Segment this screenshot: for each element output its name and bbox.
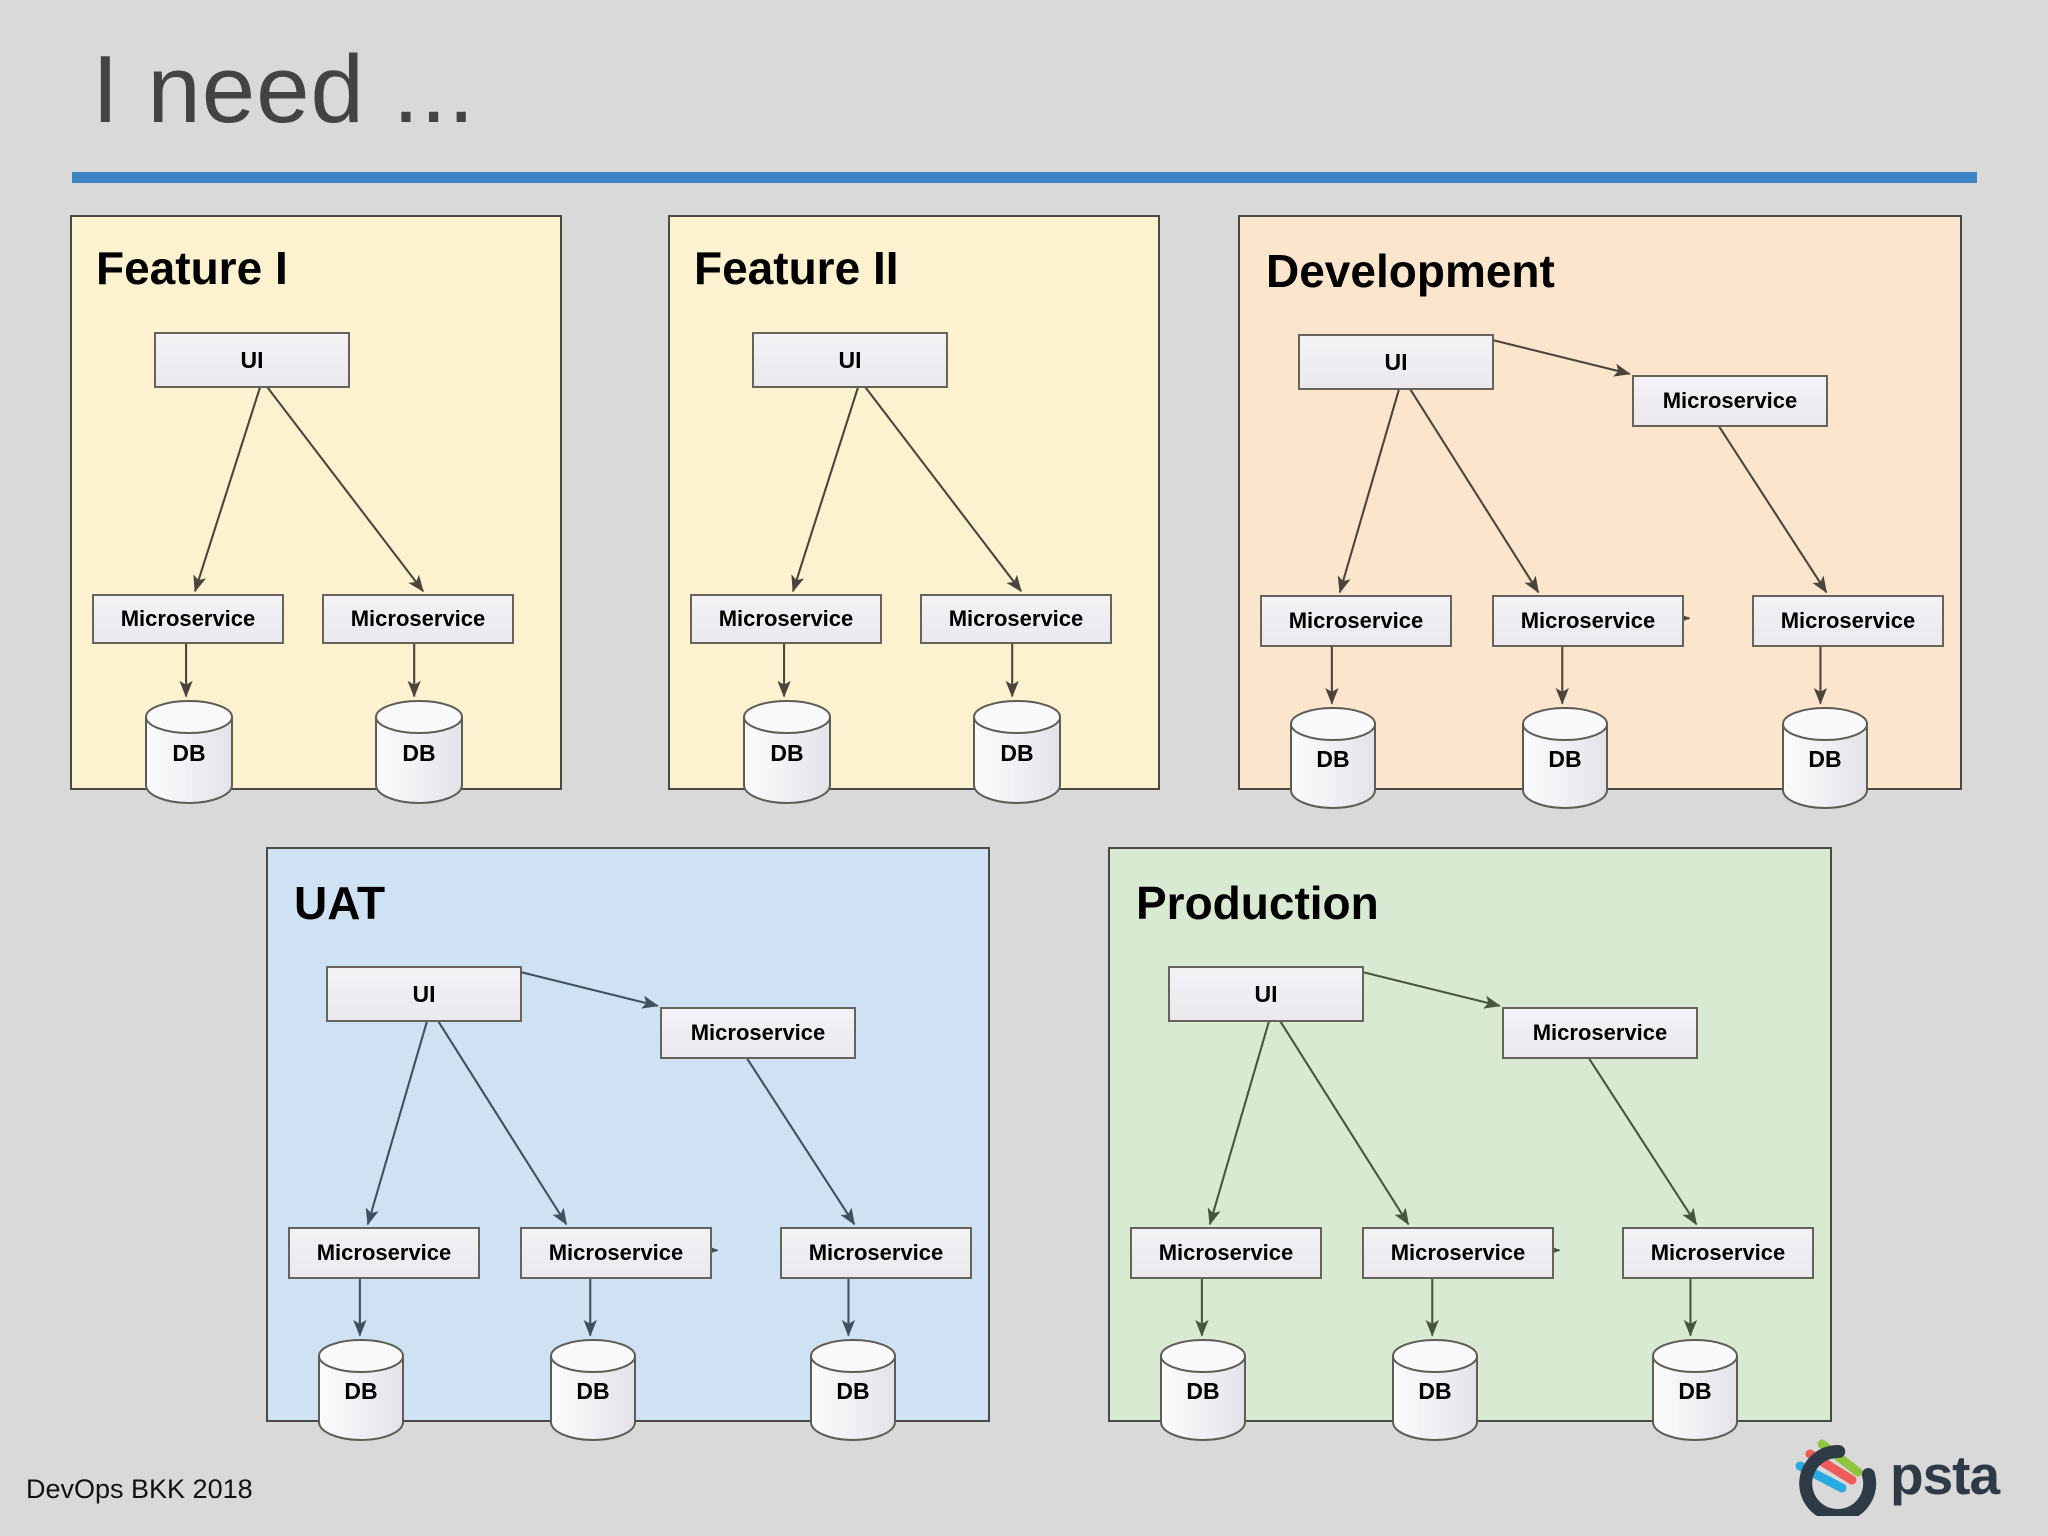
- node-label: Microservice: [548, 1240, 684, 1265]
- node-microservice[interactable]: Microservice: [322, 594, 514, 644]
- node-microservice[interactable]: Microservice: [92, 594, 284, 644]
- panel-title-feature-1: Feature I: [96, 242, 288, 294]
- node-microservice[interactable]: Microservice: [1632, 375, 1828, 427]
- node-label: Microservice: [1532, 1020, 1668, 1045]
- node-database[interactable]: DB: [1391, 1338, 1479, 1441]
- node-database[interactable]: DB: [1159, 1338, 1247, 1441]
- node-label: Microservice: [808, 1240, 944, 1265]
- node-ui[interactable]: UI: [1168, 966, 1364, 1022]
- node-microservice[interactable]: Microservice: [660, 1007, 856, 1059]
- node-microservice[interactable]: Microservice: [920, 594, 1112, 644]
- node-microservice[interactable]: Microservice: [1362, 1227, 1554, 1279]
- node-microservice[interactable]: Microservice: [1752, 595, 1944, 647]
- node-database[interactable]: DB: [1781, 706, 1869, 809]
- panel-title-uat: UAT: [294, 877, 386, 929]
- node-microservice[interactable]: Microservice: [520, 1227, 712, 1279]
- panel-title-development: Development: [1266, 245, 1555, 297]
- title-underline-rule: [72, 172, 1977, 183]
- node-label: UI: [240, 346, 264, 373]
- page-title: I need ...: [92, 36, 476, 143]
- node-microservice[interactable]: Microservice: [690, 594, 882, 644]
- panel-feature-1[interactable]: Feature I UI Microservice Microservice: [70, 215, 562, 804]
- node-label: Microservice: [120, 606, 256, 631]
- node-microservice[interactable]: Microservice: [780, 1227, 972, 1279]
- node-microservice[interactable]: Microservice: [288, 1227, 480, 1279]
- node-label: Microservice: [316, 1240, 452, 1265]
- node-ui[interactable]: UI: [752, 332, 948, 388]
- node-label: UI: [1384, 348, 1408, 375]
- node-database[interactable]: DB: [1289, 706, 1377, 809]
- opsta-wordmark: psta: [1890, 1444, 2001, 1506]
- node-microservice[interactable]: Microservice: [1492, 595, 1684, 647]
- edge-layer-development: [1325, 337, 1828, 705]
- node-microservice[interactable]: Microservice: [1130, 1227, 1322, 1279]
- node-label: Microservice: [1650, 1240, 1786, 1265]
- node-database[interactable]: DB: [742, 699, 832, 804]
- node-database[interactable]: DB: [144, 699, 234, 804]
- panel-title-feature-2: Feature II: [694, 242, 899, 294]
- node-database[interactable]: DB: [972, 699, 1062, 804]
- node-database[interactable]: DB: [1521, 706, 1609, 809]
- node-label: Microservice: [1390, 1240, 1526, 1265]
- node-microservice[interactable]: Microservice: [1502, 1007, 1698, 1059]
- node-label: Microservice: [1780, 608, 1916, 633]
- node-label: Microservice: [718, 606, 854, 631]
- node-label: Microservice: [948, 606, 1084, 631]
- node-database[interactable]: DB: [549, 1338, 637, 1441]
- node-ui[interactable]: UI: [154, 332, 350, 388]
- node-database[interactable]: DB: [317, 1338, 405, 1441]
- node-label: UI: [412, 980, 436, 1007]
- panel-development[interactable]: Development UI Microservice: [1238, 215, 1962, 809]
- node-ui[interactable]: UI: [1298, 334, 1494, 390]
- node-microservice[interactable]: Microservice: [1260, 595, 1452, 647]
- panel-uat[interactable]: UAT UI Microservice: [266, 847, 990, 1441]
- node-ui[interactable]: UI: [326, 966, 522, 1022]
- edge-layer-uat: [353, 969, 856, 1337]
- node-label: Microservice: [1158, 1240, 1294, 1265]
- panel-title-production: Production: [1136, 877, 1379, 929]
- node-microservice[interactable]: Microservice: [1622, 1227, 1814, 1279]
- panel-feature-2[interactable]: Feature II UI Microservice Microservice: [668, 215, 1160, 804]
- node-label: Microservice: [350, 606, 486, 631]
- node-label: Microservice: [1662, 388, 1798, 413]
- node-label: UI: [1254, 980, 1278, 1007]
- panel-production[interactable]: Production UI Microservice: [1108, 847, 1832, 1441]
- edge-layer-production: [1195, 969, 1698, 1337]
- node-database[interactable]: DB: [374, 699, 464, 804]
- node-database[interactable]: DB: [1651, 1338, 1739, 1441]
- node-label: Microservice: [1288, 608, 1424, 633]
- node-label: UI: [838, 346, 862, 373]
- node-label: Microservice: [1520, 608, 1656, 633]
- node-label: Microservice: [690, 1020, 826, 1045]
- opsta-logo: psta: [1782, 1432, 2018, 1516]
- node-database[interactable]: DB: [809, 1338, 897, 1441]
- footer-event-label: DevOps BKK 2018: [26, 1474, 253, 1504]
